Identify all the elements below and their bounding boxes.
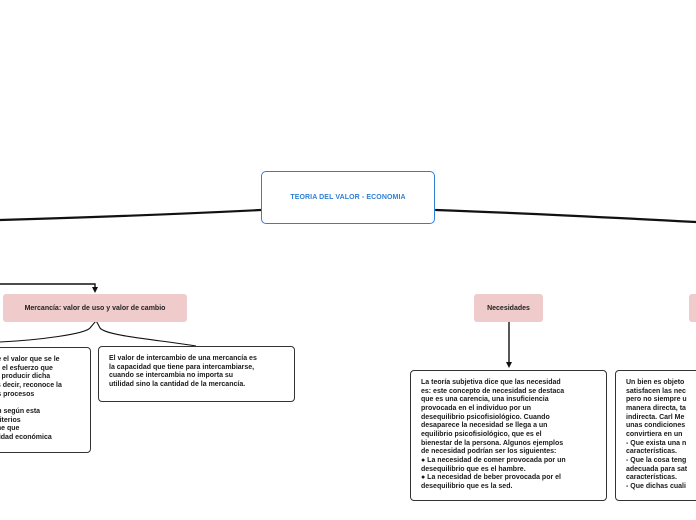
brace-under-mercancia-topic	[0, 320, 197, 347]
note-line: cuando se intercambia no importa su	[109, 372, 234, 380]
note-line: unas condiciones	[626, 422, 686, 430]
note-line: características.	[626, 474, 677, 482]
note-line: desequilibrio que es la sed.	[421, 483, 513, 491]
connector-root-to-left-branch	[0, 208, 263, 222]
note-line: alidad económica	[0, 434, 52, 442]
note-line: desequilibrio que es el hambre.	[421, 465, 526, 473]
note-card-teoria-subjetiva[interactable]: La teoría subjetiva dice que las necesid…	[410, 370, 607, 501]
connector-root-to-right-branch	[434, 208, 696, 224]
note-line: provocada en el individuo por un	[421, 405, 532, 413]
note-line: es: este concepto de necesidad se destac…	[421, 387, 565, 395]
note-line: indirecta. Carl Me	[626, 413, 685, 421]
note-line: bienestar de la persona. Algunos ejemplo…	[421, 439, 564, 447]
topic-node-mercancia[interactable]: Mercancía: valor de uso y valor de cambi…	[3, 294, 187, 322]
note-line: La teoría subjetiva dice que las necesid…	[421, 379, 561, 386]
note-line: Un bien es objeto	[626, 379, 685, 386]
note-line: convirtiera en un	[626, 431, 683, 439]
note-line: que es una carencia, una insuficiencia	[421, 396, 549, 404]
note-line: de necesidad podrían ser los siguientes:	[421, 448, 557, 456]
note-line: manera directa, ta	[626, 405, 686, 413]
note-line: características.	[626, 448, 677, 456]
note-line: satisfacen las nec	[626, 387, 686, 395]
note-line: ene que	[0, 425, 20, 433]
note-line: desaparece la necesidad se llega a un	[421, 422, 548, 430]
note-line: - Que dichas cuali	[626, 483, 686, 491]
root-node-teoria-del-valor[interactable]: TEORIA DEL VALOR - ECONOMIA	[261, 171, 435, 224]
note-line: criterios	[0, 416, 21, 424]
note-card-bien-economico[interactable]: Un bien es objeto satisfacen las nec per…	[615, 370, 696, 501]
bullet-item: ● La necesidad de comer provocada por un	[421, 457, 566, 465]
note-line: la capacidad que tiene para intercambiar…	[109, 363, 255, 371]
note-line: or el esfuerzo que	[0, 364, 53, 372]
note-line: - Que exista una n	[626, 439, 687, 447]
root-node-title: TEORIA DEL VALOR - ECONOMIA	[290, 194, 406, 201]
topic-node-necesidades-label: Necesidades	[487, 304, 530, 312]
note-card-valor-trabajo[interactable]: ue el valor que se le or el esfuerzo que…	[0, 347, 91, 453]
note-line: pero no siempre u	[626, 396, 687, 404]
topic-node-offscreen-right[interactable]	[689, 294, 696, 322]
note-line: utilidad sino la cantidad de la mercancí…	[109, 381, 246, 389]
note-line: equilibrio psicofisiológico, que es el	[421, 431, 542, 439]
note-line: adecuada para sat	[626, 465, 688, 473]
note-card-valor-intercambio[interactable]: El valor de intercambio de una mercancía…	[98, 346, 295, 402]
topic-node-necesidades[interactable]: Necesidades	[474, 294, 543, 322]
note-line: ón según esta	[0, 408, 41, 416]
note-line: es decir, reconoce la	[0, 382, 62, 390]
note-line: ue el valor que se le	[0, 356, 60, 363]
note-line: El valor de intercambio de una mercancía…	[109, 355, 257, 362]
note-line: os procesos	[0, 390, 35, 398]
connector-to-mercancia-topic	[0, 283, 98, 293]
note-line	[0, 399, 80, 408]
note-line: - Que la cosa teng	[626, 457, 687, 465]
note-line: desequilibrio psicofisiológico. Cuando	[421, 413, 550, 421]
note-line: er producir dicha	[0, 373, 51, 381]
bullet-item: ● La necesidad de beber provocada por el	[421, 474, 561, 482]
topic-node-mercancia-label: Mercancía: valor de uso y valor de cambi…	[24, 304, 166, 312]
